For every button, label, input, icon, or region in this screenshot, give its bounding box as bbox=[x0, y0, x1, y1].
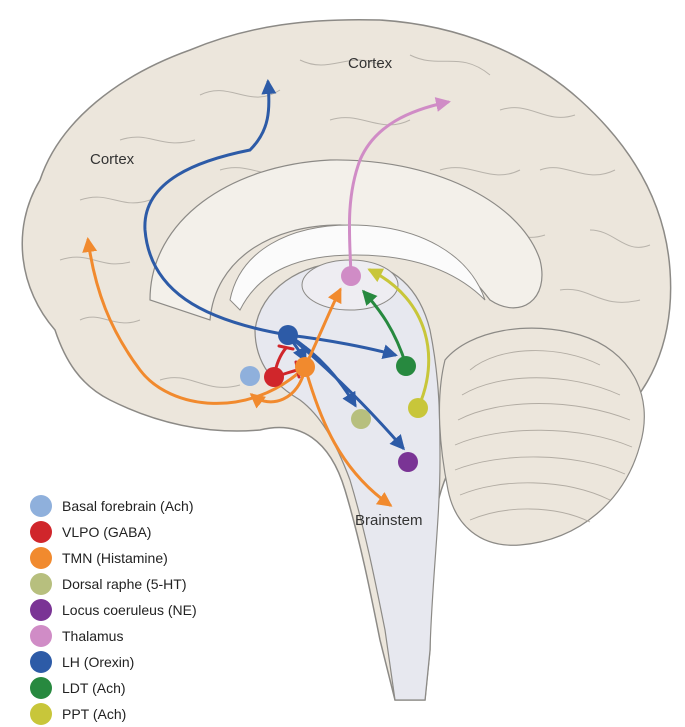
legend-item-ldt: LDT (Ach) bbox=[30, 675, 197, 701]
lh-swatch bbox=[30, 651, 52, 673]
lh-dot bbox=[278, 325, 298, 345]
locus-coeruleus-dot bbox=[398, 452, 418, 472]
legend-label: PPT (Ach) bbox=[62, 706, 126, 722]
thalamus-dot bbox=[341, 266, 361, 286]
vlpo-dot bbox=[264, 367, 284, 387]
locus-coeruleus-swatch bbox=[30, 599, 52, 621]
ppt-dot bbox=[408, 398, 428, 418]
basal-forebrain-swatch bbox=[30, 495, 52, 517]
legend-label: LH (Orexin) bbox=[62, 654, 134, 670]
legend-item-basal-forebrain: Basal forebrain (Ach) bbox=[30, 493, 197, 519]
brainstem-label: Brainstem bbox=[355, 512, 423, 529]
cortex-top-label: Cortex bbox=[348, 55, 393, 72]
cerebellum bbox=[439, 328, 644, 545]
legend-label: VLPO (GABA) bbox=[62, 524, 151, 540]
dorsal-raphe-swatch bbox=[30, 573, 52, 595]
basal-forebrain-dot bbox=[240, 366, 260, 386]
ppt-swatch bbox=[30, 703, 52, 725]
legend-label: TMN (Histamine) bbox=[62, 550, 168, 566]
legend-label: Thalamus bbox=[62, 628, 123, 644]
cortex-left-label: Cortex bbox=[90, 151, 135, 168]
legend-item-thalamus: Thalamus bbox=[30, 623, 197, 649]
ldt-swatch bbox=[30, 677, 52, 699]
legend-label: Basal forebrain (Ach) bbox=[62, 498, 194, 514]
dorsal-raphe-dot bbox=[351, 409, 371, 429]
thalamus-swatch bbox=[30, 625, 52, 647]
legend-item-dorsal-raphe: Dorsal raphe (5-HT) bbox=[30, 571, 197, 597]
legend-label: Dorsal raphe (5-HT) bbox=[62, 576, 186, 592]
legend: Basal forebrain (Ach) VLPO (GABA) TMN (H… bbox=[30, 493, 197, 727]
legend-label: Locus coeruleus (NE) bbox=[62, 602, 197, 618]
ldt-dot bbox=[396, 356, 416, 376]
legend-label: LDT (Ach) bbox=[62, 680, 126, 696]
legend-item-locus-coeruleus: Locus coeruleus (NE) bbox=[30, 597, 197, 623]
legend-item-lh: LH (Orexin) bbox=[30, 649, 197, 675]
tmn-swatch bbox=[30, 547, 52, 569]
legend-item-vlpo: VLPO (GABA) bbox=[30, 519, 197, 545]
tmn-dot bbox=[295, 357, 315, 377]
legend-item-ppt: PPT (Ach) bbox=[30, 701, 197, 727]
vlpo-swatch bbox=[30, 521, 52, 543]
legend-item-tmn: TMN (Histamine) bbox=[30, 545, 197, 571]
